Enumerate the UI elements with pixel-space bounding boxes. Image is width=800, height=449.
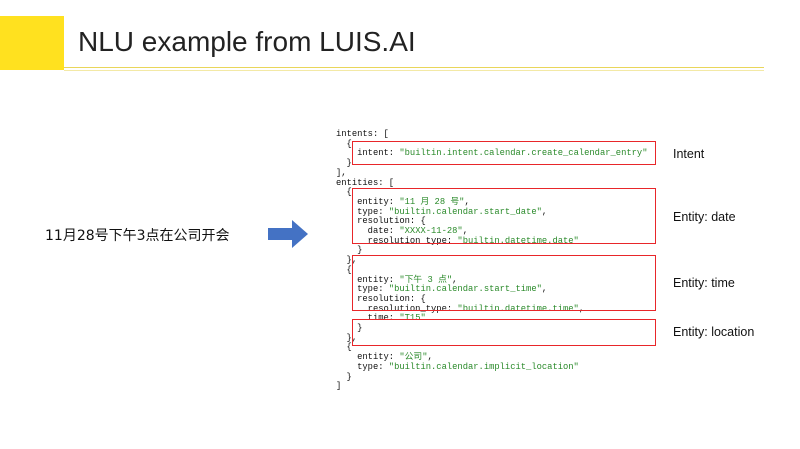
title-accent-block <box>0 16 64 70</box>
code-token: ] <box>336 381 342 392</box>
code-token: entity: <box>336 352 400 363</box>
code-token: } <box>336 371 352 382</box>
code-line: } <box>336 371 647 383</box>
code-line: } <box>336 246 647 256</box>
code-line: { <box>336 343 647 353</box>
time-entity-highlight-box <box>352 255 656 311</box>
code-line: } <box>336 323 647 334</box>
code-token: }, <box>336 332 358 343</box>
code-line: intent: "builtin.intent.calendar.create_… <box>336 149 647 159</box>
code-line: ], <box>336 167 647 179</box>
code-token: type: <box>336 206 389 217</box>
code-line: resolution_type: "builtin.datetime.date" <box>336 235 647 247</box>
code-token: type: <box>336 361 389 372</box>
code-token: , <box>452 274 458 285</box>
code-token: , <box>541 206 548 217</box>
code-token: , <box>427 352 433 363</box>
json-response-code: intents: [ { intent: "builtin.intent.cal… <box>336 129 647 392</box>
code-line: type: "builtin.calendar.implicit_locatio… <box>336 361 647 373</box>
code-string: "XXXX-11-28" <box>399 226 463 237</box>
date-entity-highlight-box <box>352 188 656 244</box>
date-entity-label: Entity: date <box>673 210 736 224</box>
code-line: }, <box>336 332 647 344</box>
code-token: , <box>462 226 468 237</box>
code-string: "builtin.calendar.start_time" <box>388 284 542 295</box>
intent-label: Intent <box>673 147 705 161</box>
code-line: intents: [ <box>336 129 647 140</box>
code-token: entity: <box>336 196 400 207</box>
code-string: "公司" <box>399 352 428 363</box>
input-sentence: 11月28号下午3点在公司开会 <box>45 228 230 244</box>
title-underline-secondary <box>64 70 764 71</box>
code-token: , <box>464 196 470 207</box>
right-arrow-icon <box>268 220 308 248</box>
code-token: { <box>336 187 352 198</box>
code-token: resolution: { <box>336 216 426 227</box>
code-token: date: <box>336 226 400 237</box>
code-line: entity: "11 月 28 号", <box>336 196 647 208</box>
code-string: "builtin.calendar.implicit_location" <box>388 361 579 372</box>
code-line: date: "XXXX-11-28", <box>336 226 647 237</box>
code-line: { <box>336 264 647 276</box>
code-string: "下午 3 点" <box>399 274 453 285</box>
time-entity-label: Entity: time <box>673 276 735 290</box>
code-token: entities: [ <box>336 177 395 188</box>
code-token: { <box>336 342 352 353</box>
code-line: entities: [ <box>336 177 647 189</box>
code-token: resolution: { <box>336 293 426 304</box>
code-token: resolution_type: <box>336 235 458 246</box>
code-line: resolution: { <box>336 216 647 227</box>
code-line: resolution: { <box>336 293 647 305</box>
code-line: } <box>336 158 647 169</box>
code-token: }, <box>336 255 358 266</box>
code-line: }, <box>336 255 647 266</box>
code-token: , <box>578 303 585 314</box>
code-token: } <box>336 158 352 169</box>
code-token: { <box>336 264 352 275</box>
code-line: { <box>336 138 647 150</box>
code-string: "builtin.datetime.date" <box>457 235 579 246</box>
intent-highlight-box <box>352 141 656 165</box>
code-token: intent: <box>336 148 400 159</box>
code-token: } <box>336 323 363 334</box>
code-token: entity: <box>336 274 400 285</box>
title-underline <box>64 67 764 68</box>
code-line: entity: "公司", <box>336 352 647 363</box>
code-line: { <box>336 187 647 198</box>
code-line: entity: "下午 3 点", <box>336 274 647 286</box>
code-string: "builtin.datetime.time" <box>457 303 579 314</box>
code-token: } <box>336 245 363 256</box>
code-string: "T15" <box>399 313 426 324</box>
code-token: , <box>541 284 548 295</box>
code-token: { <box>336 138 352 149</box>
code-string: "builtin.intent.calendar.create_calendar… <box>399 148 648 159</box>
location-entity-label: Entity: location <box>673 325 755 339</box>
code-token: ], <box>336 167 347 178</box>
code-line: time: "T15" <box>336 314 647 324</box>
slide-title: NLU example from LUIS.AI <box>78 26 416 57</box>
code-line: ] <box>336 381 647 392</box>
code-string: "builtin.calendar.start_date" <box>388 206 542 217</box>
code-token: time: <box>336 313 400 324</box>
code-line: resolution_type: "builtin.datetime.time"… <box>336 303 647 315</box>
location-entity-highlight-box <box>352 319 656 346</box>
code-token: type: <box>336 284 389 295</box>
code-line: type: "builtin.calendar.start_date", <box>336 206 647 218</box>
code-string: "11 月 28 号" <box>399 196 465 207</box>
code-token: resolution_type: <box>336 303 458 314</box>
code-token: intents: [ <box>336 129 389 139</box>
code-line: type: "builtin.calendar.start_time", <box>336 284 647 295</box>
